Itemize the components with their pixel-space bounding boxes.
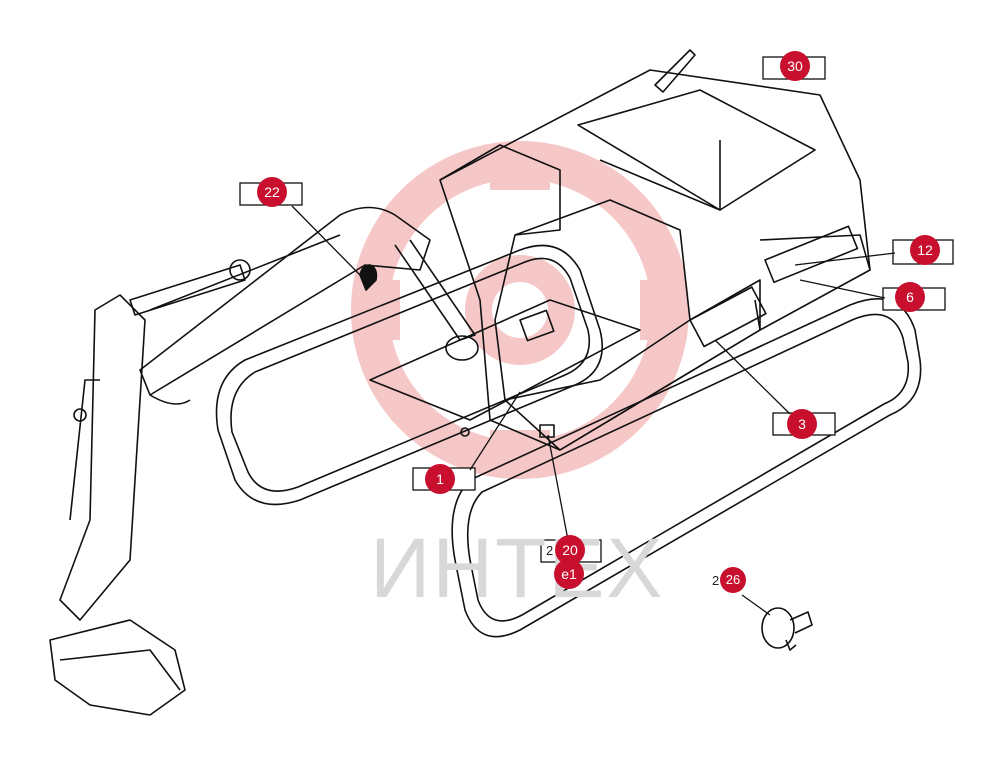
rear-track [215, 244, 604, 506]
excavator-outline [49, 49, 922, 716]
leader-lines [291, 205, 896, 616]
upper-body [439, 69, 871, 451]
callout-e1[interactable]: e1 [554, 559, 584, 589]
callout-20-stub: 2 [546, 543, 554, 558]
arm [59, 294, 146, 621]
callout-26-stub: 2 [712, 573, 720, 588]
watermark-gear-logo [351, 141, 689, 479]
label-boxes [239, 56, 954, 563]
callout-22[interactable]: 22 [257, 177, 287, 207]
callout-26[interactable]: 26 [720, 567, 746, 593]
callout-1[interactable]: 1 [425, 464, 455, 494]
callout-30[interactable]: 30 [780, 51, 810, 81]
watermark-text: ИНТЕХ [370, 521, 665, 615]
bucket [49, 619, 186, 716]
boom [139, 206, 431, 396]
callout-12[interactable]: 12 [910, 235, 940, 265]
callout-3[interactable]: 3 [787, 409, 817, 439]
callout-6[interactable]: 6 [895, 282, 925, 312]
